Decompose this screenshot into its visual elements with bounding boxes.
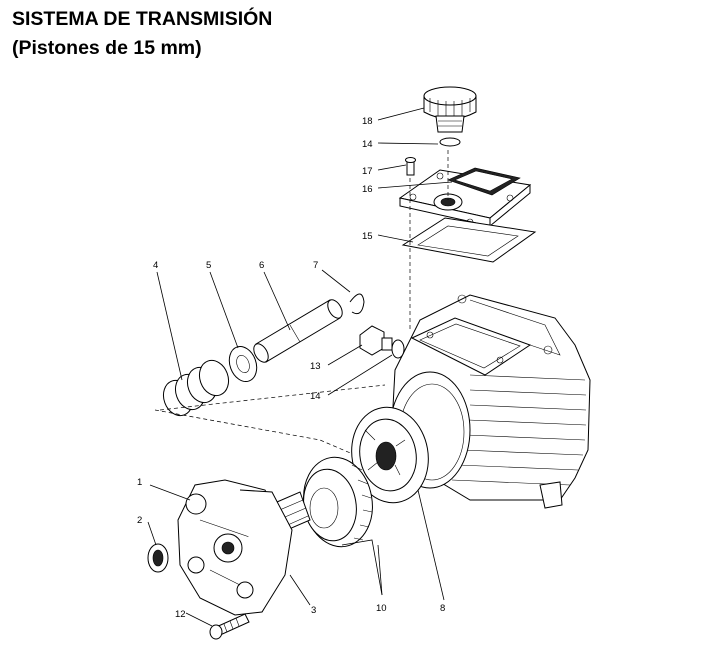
leader-lines: [147, 107, 453, 627]
spring: [162, 359, 230, 417]
callout-18: 18: [362, 116, 373, 127]
callout-13: 13: [310, 361, 321, 372]
callout-5: 5: [206, 260, 211, 271]
callout-labels: 18 14 17 16 15 4 5 6 7 13 14 1 2 3 10 8 …: [137, 116, 445, 620]
pump-head: [177, 479, 293, 616]
callout-17: 17: [362, 166, 373, 177]
bolt: [209, 613, 250, 640]
callout-3: 3: [311, 605, 316, 616]
callout-14-mid: 14: [310, 391, 321, 402]
callout-7: 7: [313, 260, 318, 271]
callout-4: 4: [153, 260, 158, 271]
callout-10: 10: [376, 603, 387, 614]
filler-cap: [423, 86, 477, 147]
callout-2: 2: [137, 515, 142, 526]
retaining-clip: [349, 293, 365, 315]
page-title: SISTEMA DE TRANSMISIÓN: [12, 8, 273, 30]
washer: [228, 346, 258, 382]
small-screw: [405, 157, 416, 176]
drain-plug: [359, 325, 405, 359]
callout-14-top: 14: [362, 139, 373, 150]
gasket: [401, 217, 537, 263]
callout-15: 15: [362, 231, 373, 242]
seal: [147, 543, 169, 573]
piston-pin: [253, 299, 343, 363]
callout-8: 8: [440, 603, 445, 614]
cover-plate: [398, 167, 532, 228]
swashplate: [351, 406, 429, 504]
callout-1: 1: [137, 477, 142, 488]
callout-12: 12: [175, 609, 186, 620]
callout-16: 16: [362, 184, 373, 195]
page-subtitle: (Pistones de 15 mm): [12, 37, 202, 59]
callout-6: 6: [259, 260, 264, 271]
bearing-assembly: [303, 456, 373, 548]
